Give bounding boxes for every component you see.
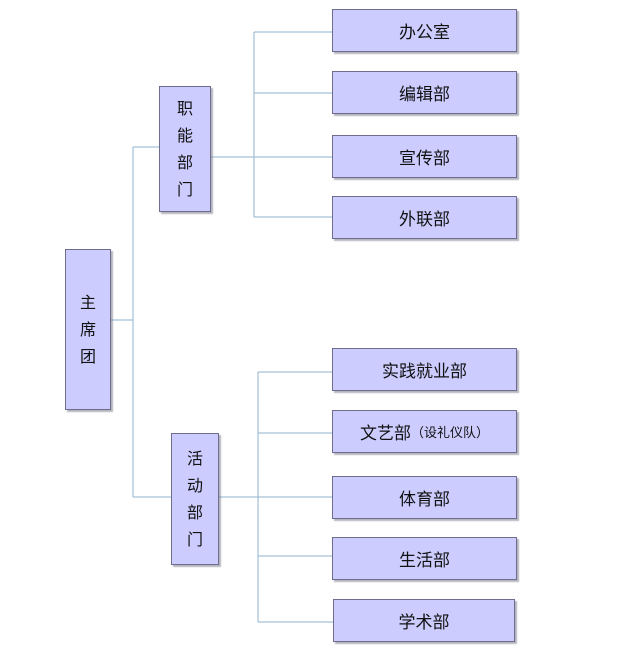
branch-char: 部 (186, 503, 203, 522)
leaf-node: 体育部 (332, 476, 517, 519)
leaf-node: 编辑部 (332, 71, 517, 114)
leaf-node: 办公室 (332, 9, 517, 52)
branch-char: 门 (186, 530, 203, 549)
branch-char: 活 (186, 449, 203, 468)
leaf-label: 体育部 (399, 490, 450, 510)
leaf-label: 外联部 (399, 210, 450, 230)
leaf-note: （设礼仪队） (410, 426, 489, 441)
root-char: 主 (79, 293, 96, 312)
leaf-label: 文艺部 (359, 424, 411, 444)
leaf-node: 宣传部 (332, 135, 517, 178)
leaf-label: 实践就业部 (382, 362, 467, 382)
leaf-label: 编辑部 (399, 85, 450, 105)
leaf-label: 宣传部 (399, 149, 450, 169)
leaf-node: 外联部 (332, 196, 517, 239)
leaf-node: 学术部 (333, 599, 515, 642)
leaf-label: 学术部 (398, 613, 450, 633)
branch-char: 门 (176, 180, 193, 199)
branch-node-activities: 活 动 部 门 (171, 433, 219, 565)
leaf-label: 生活部 (399, 551, 450, 571)
branch-char: 能 (176, 126, 193, 145)
leaf-node: 实践就业部 (332, 348, 517, 391)
root-char: 席 (79, 320, 96, 339)
branch-char: 部 (176, 153, 193, 172)
leaf-node: 生活部 (332, 537, 517, 580)
leaf-node: 文艺部（设礼仪队） (332, 410, 517, 453)
branch-char: 动 (186, 476, 203, 495)
root-node: 主 席 团 (65, 249, 111, 410)
leaf-label: 办公室 (399, 23, 450, 43)
branch-char: 职 (176, 99, 193, 118)
branch-node-functional: 职 能 部 门 (159, 86, 211, 212)
root-char: 团 (79, 347, 96, 366)
